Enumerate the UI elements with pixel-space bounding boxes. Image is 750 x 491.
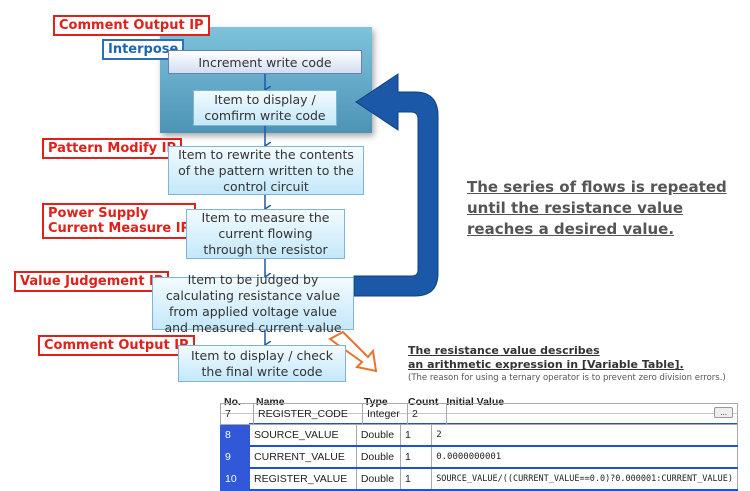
row-name: SOURCE_VALUE [249,423,357,447]
row-no: 10 [219,467,251,491]
variable-table: No. Name Type Count Initial Value 7 REGI… [219,391,740,491]
interpose-label: Interpose [102,39,185,60]
step-measure-current-text: Item to measure the current flowing thro… [201,210,330,257]
row-name: CURRENT_VALUE [249,445,357,469]
row-no: 8 [219,423,251,447]
row-no: 7 [220,403,254,425]
row-type: Integer [362,403,408,425]
power-supply-current-measure-ip-label: Power Supply Current Measure IP [42,203,197,239]
power-supply-label-line1: Power Supply [48,206,149,221]
row-count: 1 [399,467,433,491]
row-count: 2 [407,403,447,425]
row-value: SOURCE_VALUE/((CURRENT_VALUE==0.0)?0.000… [431,467,738,491]
expression-note-line2: an arithmetic expression in [Variable Ta… [408,358,684,371]
row-value: 2 [431,423,738,447]
ellipsis-button[interactable]: ... [714,407,733,418]
step-rewrite-pattern-text: Item to rewrite the contents of the patt… [178,146,354,194]
row-count: 1 [399,423,433,447]
step-display-confirm: Item to display / comfirm write code [193,90,337,126]
step-increment-write-code: Increment write code [168,50,362,74]
expression-note-line1: The resistance value describes [408,344,600,357]
loop-arrow [353,73,439,297]
table-row[interactable]: 10 REGISTER_VALUE Double 1 SOURCE_VALUE/… [219,467,738,491]
comment-output-ip-label-bottom: Comment Output IP [38,335,195,356]
row-name: REGISTER_VALUE [249,467,357,491]
repeat-note: The series of flows is repeated until th… [467,178,727,238]
table-row[interactable]: 9 CURRENT_VALUE Double 1 0.0000000001 [219,445,738,469]
step-final-write-code-text: Item to display / check the final write … [190,347,334,379]
expression-note: The resistance value describes an arithm… [408,344,748,384]
step-rewrite-pattern: Item to rewrite the contents of the patt… [168,146,364,195]
power-supply-label-line2: Current Measure IP [48,221,191,236]
row-type: Double [355,467,401,491]
step-final-write-code: Item to display / check the final write … [178,345,346,382]
table-row[interactable]: 8 SOURCE_VALUE Double 1 2 [219,423,738,447]
step-display-confirm-text: Item to display / comfirm write code [204,92,326,123]
orange-arrow [328,330,378,373]
row-type: Double [355,423,401,447]
step-judge-resistance: Item to be judged by calculating resista… [152,272,354,335]
table-row[interactable]: 7 REGISTER_CODE Integer 2 ... [220,403,738,425]
row-no: 9 [219,445,251,469]
pattern-modify-ip-label: Pattern Modify IP [42,138,183,159]
step-judge-resistance-text: Item to be judged by calculating resista… [164,271,342,335]
table-partial-row-clip: 7 REGISTER_CODE Integer 2 ... [220,403,740,425]
row-type: Double [355,445,401,469]
row-count: 1 [399,445,433,469]
comment-output-ip-label-top: Comment Output IP [53,15,210,36]
expression-note-sub: (The reason for using a ternary operator… [408,373,726,383]
row-value: 0.0000000001 [431,445,738,469]
row-name: REGISTER_CODE [253,403,363,425]
step-measure-current: Item to measure the current flowing thro… [186,209,345,259]
value-judgement-ip-label: Value Judgement IP [14,271,170,292]
row-value: ... [446,403,738,425]
